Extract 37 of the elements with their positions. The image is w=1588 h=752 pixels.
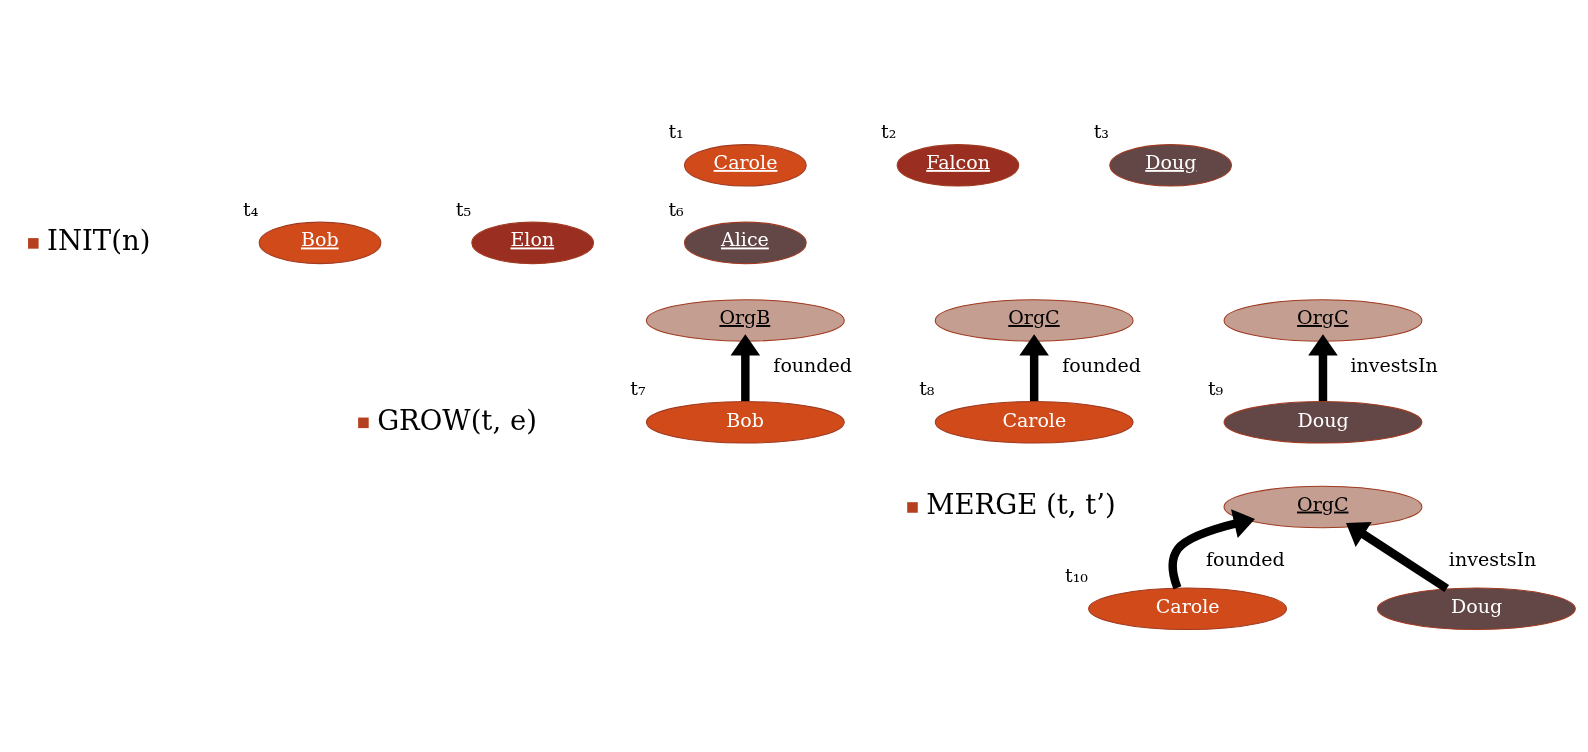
node-ellipse: Carole (683, 143, 807, 187)
node-ellipse: Falcon (896, 143, 1020, 187)
arrow (1019, 333, 1049, 401)
node-ellipse: OrgC (1223, 485, 1423, 528)
node-ellipse: Carole (934, 400, 1134, 444)
node-label: t₇ (630, 376, 646, 399)
edge-label: founded (773, 353, 853, 376)
label: INIT(n) (47, 223, 151, 256)
node-label: t₄ (243, 197, 259, 220)
arrow (730, 333, 761, 401)
node-label: t₃ (1093, 119, 1109, 142)
node-label: t₅ (455, 197, 472, 220)
node-ellipse: OrgB (645, 298, 845, 342)
arrow (1346, 521, 1450, 592)
node-ellipse: Alice (683, 221, 807, 264)
label: MERGE (t, t’) (926, 487, 1116, 520)
arrow (1308, 333, 1338, 401)
node-ellipse: Doug (1109, 143, 1232, 187)
edge-label: investsIn (1350, 353, 1438, 376)
edge-label: investsIn (1448, 547, 1537, 570)
label: GROW(t, e) (377, 403, 537, 435)
node-ellipse: Doug (1223, 400, 1423, 444)
node-label: t₁₀ (1065, 563, 1088, 586)
node-label: t₁ (668, 119, 684, 142)
edge-label: founded (1062, 353, 1141, 376)
node-ellipse: Elon (471, 221, 595, 264)
node-label: t₆ (668, 197, 684, 220)
node-ellipse: Doug (1376, 587, 1576, 630)
node-ellipse: Carole (1088, 587, 1287, 630)
edge-label: founded (1206, 547, 1285, 570)
node-label: t₉ (1207, 376, 1224, 399)
node-ellipse: Bob (258, 221, 382, 264)
node-label: t₂ (881, 119, 897, 142)
node-label: t₈ (919, 376, 935, 399)
node-ellipse: OrgC (1223, 298, 1423, 342)
node-ellipse: Bob (645, 400, 845, 444)
node-ellipse: OrgC (934, 298, 1134, 342)
